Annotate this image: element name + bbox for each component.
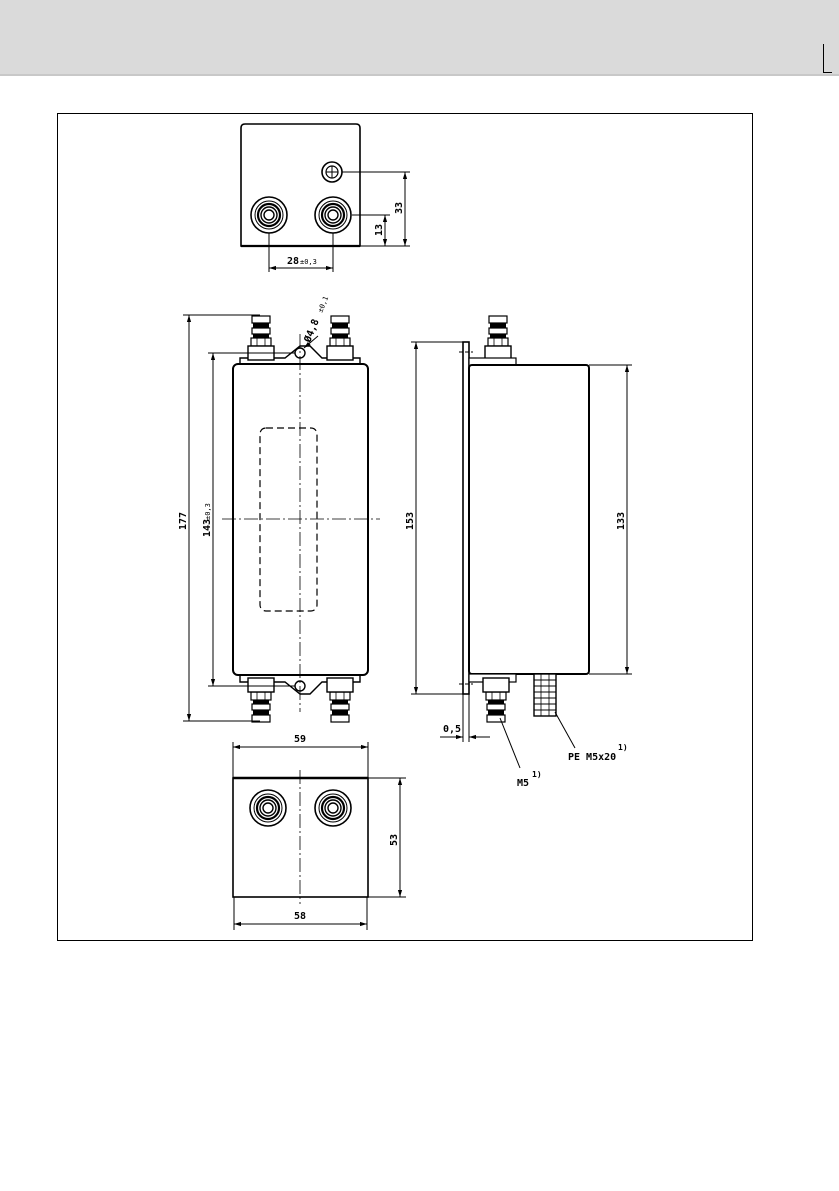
dim-177: 177 (178, 512, 189, 530)
dim-top-33: 33 (394, 202, 405, 214)
dim-top-13: 13 (374, 224, 385, 236)
dim-58: 58 (294, 911, 306, 922)
front-view: 177 143 ±0,3 Ø4,8 ±0,1 (178, 295, 380, 722)
filter-body-side (469, 365, 589, 674)
label-m5-note: 1) (532, 770, 542, 779)
label-pe-note: 1) (618, 743, 628, 752)
dim-hole-diameter-tol: ±0,1 (316, 295, 330, 314)
bottom-view-body (233, 778, 368, 897)
dim-133: 133 (616, 512, 627, 530)
top-view: 33 13 28 ±0,3 (241, 124, 410, 272)
label-m5: M5 (517, 778, 529, 789)
dim-153: 153 (405, 512, 416, 530)
pe-stud-icon (534, 674, 556, 716)
bottom-view: 59 53 58 (233, 734, 406, 930)
dim-0-5: 0,5 (443, 724, 461, 735)
dim-53: 53 (389, 834, 400, 846)
top-view-body (241, 124, 360, 246)
filter-body-front (233, 364, 368, 675)
dim-hole-diameter: Ø4,8 (301, 317, 322, 345)
dim-top-28-tol: ±0,3 (300, 258, 317, 266)
dim-143-tol: ±0,3 (204, 503, 212, 520)
side-view: 153 133 0,5 M5 1) PE M5x20 1) (405, 316, 632, 789)
label-pe-m5x20: PE M5x20 (568, 752, 616, 763)
dim-143: 143 (202, 519, 213, 537)
dim-top-28: 28 (287, 256, 299, 267)
dim-59: 59 (294, 734, 306, 745)
